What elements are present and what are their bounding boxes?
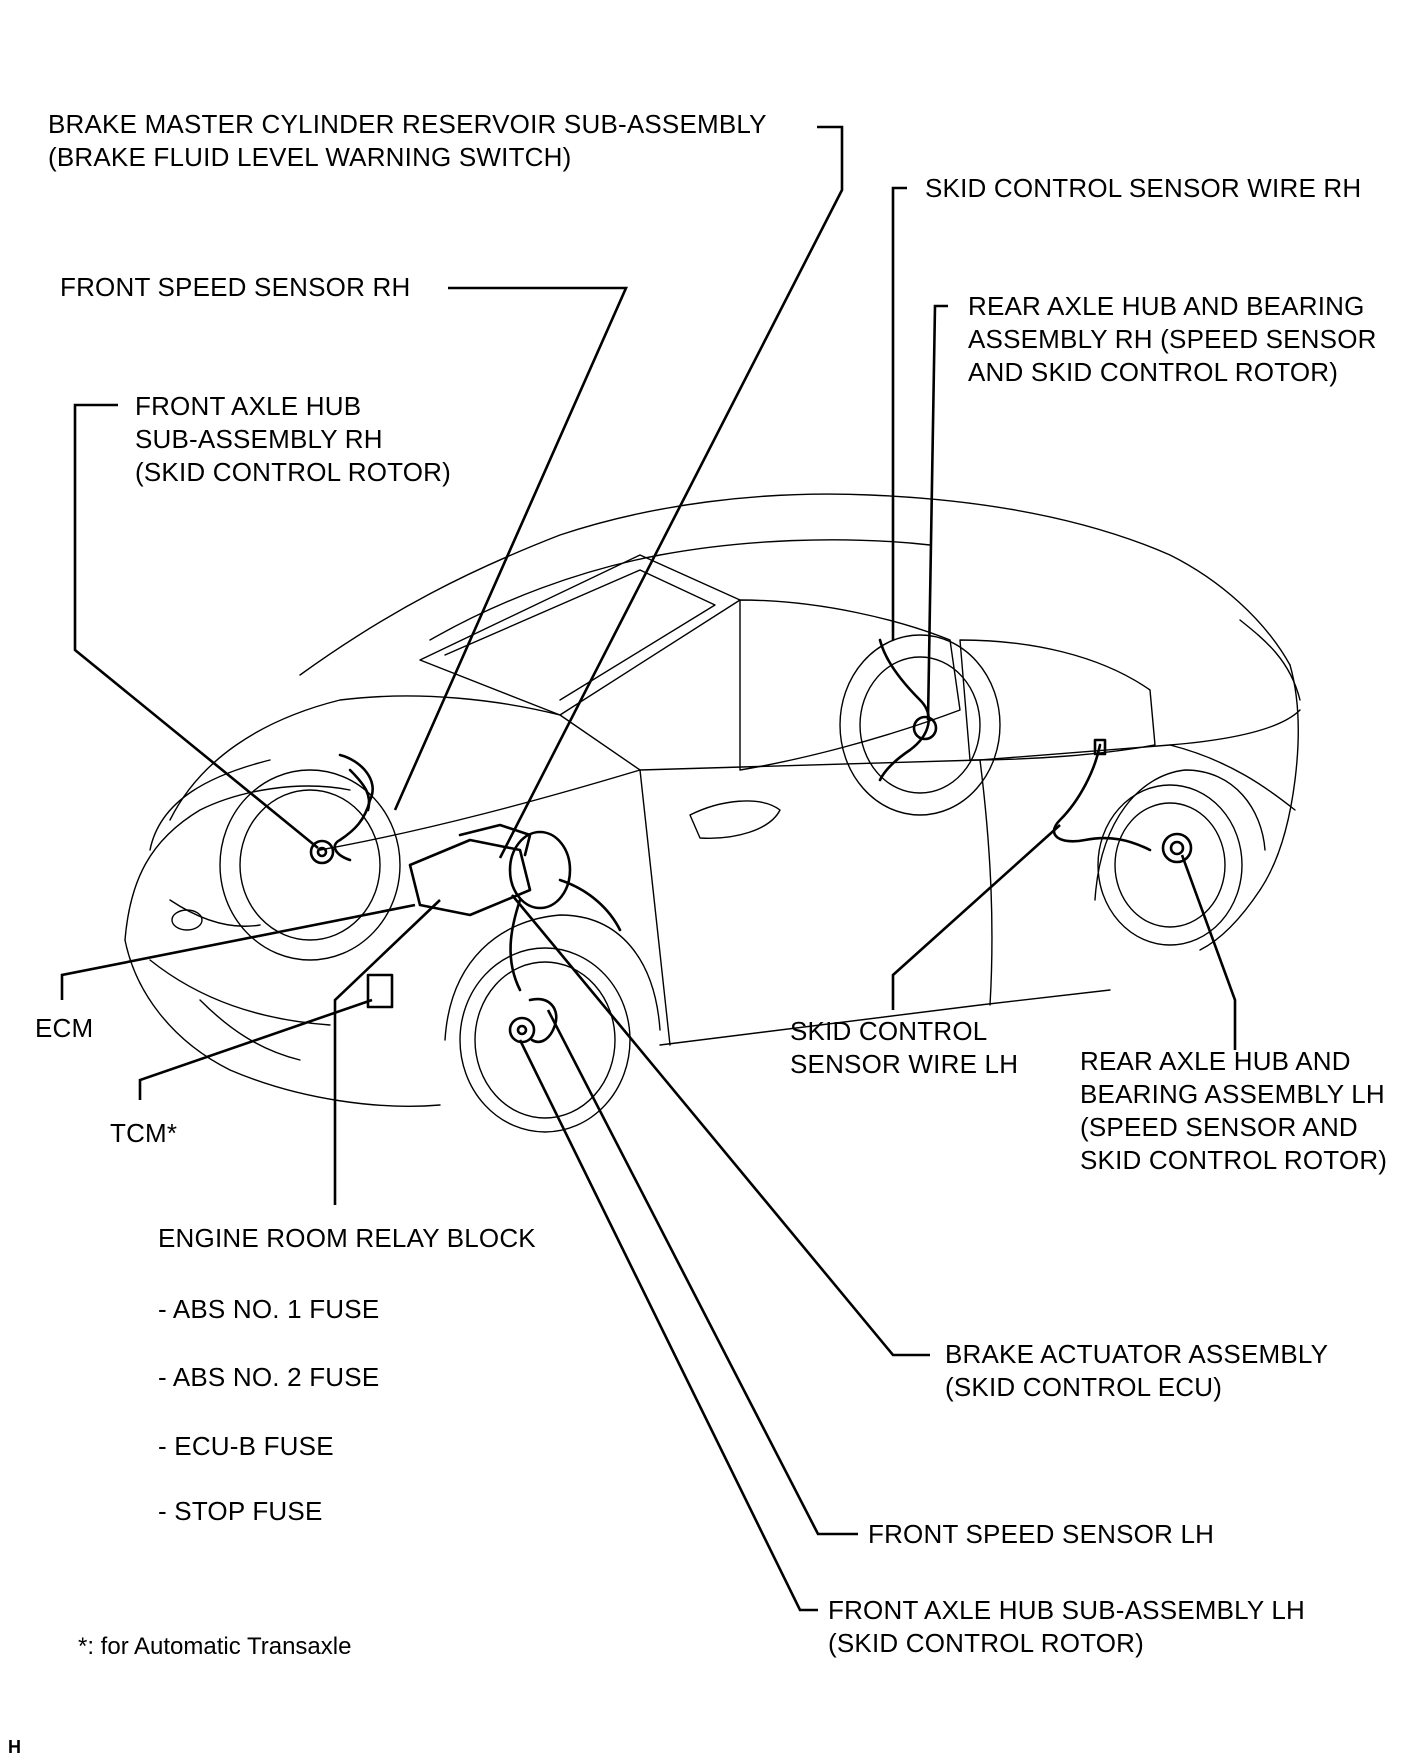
label-engine-room-relay-block: ENGINE ROOM RELAY BLOCK	[158, 1223, 536, 1253]
rear-axle-hub-lh-center	[1169, 840, 1185, 856]
label-skid-control-sensor-wire-lh: SKID CONTROL SENSOR WIRE LH	[790, 1016, 1019, 1079]
label-rear-axle-hub-rh: REAR AXLE HUB AND BEARING ASSEMBLY RH (S…	[968, 291, 1377, 387]
leader-ecm	[60, 903, 416, 1000]
brake-line-2	[558, 878, 622, 932]
front-axle-hub-lh-center	[516, 1024, 528, 1036]
leader-brake-actuator	[510, 894, 930, 1357]
rear-axle-hub-lh	[1161, 832, 1193, 864]
leader-front-axle-hub-lh	[518, 1039, 818, 1612]
fuse-item: - ECU-B FUSE	[158, 1431, 334, 1461]
front-axle-hub-rh-rotor	[309, 839, 335, 865]
skid-control-sensor-wire-lh	[1052, 743, 1152, 852]
label-front-speed-sensor-rh: FRONT SPEED SENSOR RH	[60, 272, 411, 302]
brake-booster	[508, 830, 572, 910]
skid-control-sensor-wire-rh	[878, 638, 930, 782]
leader-tcm	[138, 998, 373, 1100]
leader-rear-axle-hub-rh	[926, 304, 948, 721]
car-outline	[124, 493, 1301, 1133]
brake-actuator	[408, 838, 532, 917]
label-front-axle-hub-lh: FRONT AXLE HUB SUB-ASSEMBLY LH (SKID CON…	[828, 1595, 1306, 1658]
label-skid-control-sensor-wire-rh: SKID CONTROL SENSOR WIRE RH	[925, 173, 1362, 203]
label-brake-actuator-assembly: BRAKE ACTUATOR ASSEMBLY (SKID CONTROL EC…	[945, 1339, 1329, 1402]
label-front-speed-sensor-lh: FRONT SPEED SENSOR LH	[868, 1519, 1215, 1549]
leader-skid-wire-rh	[891, 186, 907, 640]
footnote: *: for Automatic Transaxle	[78, 1633, 352, 1660]
fuse-item: - STOP FUSE	[158, 1496, 323, 1526]
leader-front-speed-sensor-lh	[546, 1009, 858, 1536]
label-rear-axle-hub-lh: REAR AXLE HUB AND BEARING ASSEMBLY LH (S…	[1080, 1046, 1388, 1175]
fuse-item: - ABS NO. 2 FUSE	[158, 1362, 380, 1392]
leader-skid-wire-lh	[891, 824, 1061, 1010]
leader-lines	[60, 125, 1237, 1612]
leader-engine-room-relay-block	[333, 899, 441, 1205]
leader-master-cylinder	[498, 125, 844, 859]
label-tcm: TCM*	[110, 1118, 178, 1148]
front-axle-hub-lh-rotor	[508, 1016, 536, 1044]
brake-line	[509, 898, 522, 992]
leader-front-axle-hub-rh	[73, 403, 319, 850]
ecm-box	[366, 973, 394, 1009]
front-speed-sensor-rh-harness	[348, 768, 371, 812]
label-front-axle-hub-rh: FRONT AXLE HUB SUB-ASSEMBLY RH (SKID CON…	[135, 391, 452, 487]
label-brake-master-cylinder-reservoir: BRAKE MASTER CYLINDER RESERVOIR SUB-ASSE…	[48, 109, 767, 172]
fuse-item: - ABS NO. 1 FUSE	[158, 1294, 380, 1324]
rear-axle-hub-rh	[912, 715, 938, 741]
leader-rear-axle-hub-lh	[1180, 854, 1237, 1050]
leader-front-speed-sensor-rh	[393, 286, 628, 811]
front-speed-sensor-rh-wire	[333, 753, 374, 862]
front-axle-hub-rh-center	[316, 846, 328, 858]
label-ecm: ECM	[35, 1013, 94, 1043]
skid-wire-lh-connector	[1093, 738, 1107, 756]
corner-mark: H	[8, 1737, 21, 1757]
